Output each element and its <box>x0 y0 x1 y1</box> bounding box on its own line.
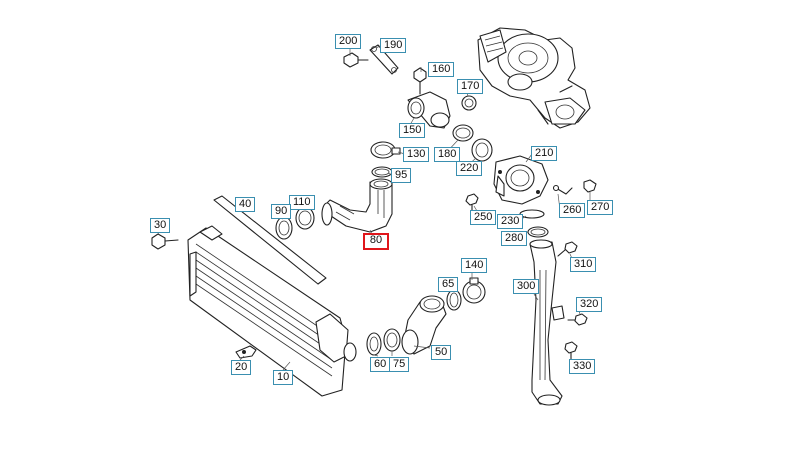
callout-180[interactable]: 180 <box>434 147 461 162</box>
callout-65[interactable]: 65 <box>438 277 459 292</box>
callout-60[interactable]: 60 <box>370 357 391 372</box>
sensor-260 <box>552 184 573 195</box>
callout-190[interactable]: 190 <box>380 38 407 53</box>
clamp-180 <box>452 124 474 142</box>
clamp-130 <box>370 141 401 159</box>
callout-40[interactable]: 40 <box>235 197 256 212</box>
callout-230[interactable]: 230 <box>497 214 524 229</box>
callout-30[interactable]: 30 <box>150 218 171 233</box>
callout-140[interactable]: 140 <box>461 258 488 273</box>
bolt-310 <box>557 241 578 257</box>
callout-80-selected[interactable]: 80 <box>363 233 389 250</box>
bolt-320 <box>567 313 588 326</box>
callout-110[interactable]: 110 <box>289 195 315 210</box>
callout-210[interactable]: 210 <box>531 146 558 161</box>
callout-260[interactable]: 260 <box>559 203 586 218</box>
sealing-strip-40 <box>213 195 327 285</box>
bolt-270 <box>583 179 597 193</box>
turbocharger <box>477 27 591 129</box>
clamp-280 <box>527 226 549 238</box>
callout-310[interactable]: 310 <box>570 257 597 272</box>
callout-95[interactable]: 95 <box>391 168 412 183</box>
callout-330[interactable]: 330 <box>569 359 596 374</box>
clamp-110 <box>295 206 315 230</box>
callout-75[interactable]: 75 <box>389 357 410 372</box>
callout-90[interactable]: 90 <box>271 204 292 219</box>
callout-280[interactable]: 280 <box>501 231 528 246</box>
seal-ring-230 <box>519 209 545 219</box>
clamp-140 <box>462 277 486 304</box>
bracket-strap <box>369 44 399 75</box>
callout-250[interactable]: 250 <box>470 210 497 225</box>
callout-220[interactable]: 220 <box>456 161 483 176</box>
intercooler-10 <box>187 225 357 397</box>
charge-air-hose-80 <box>321 178 393 233</box>
ring-65 <box>446 289 462 311</box>
callout-320[interactable]: 320 <box>576 297 603 312</box>
bolt-250 <box>465 193 479 215</box>
callout-10[interactable]: 10 <box>273 370 294 385</box>
elbow-pipe-150 <box>407 91 451 129</box>
callout-50[interactable]: 50 <box>431 345 452 360</box>
throttle-housing-210 <box>493 155 549 205</box>
bolt-160 <box>413 67 427 95</box>
clamp-75 <box>383 328 401 352</box>
callout-150[interactable]: 150 <box>399 123 426 138</box>
callout-160[interactable]: 160 <box>428 62 455 77</box>
o-ring-170 <box>461 95 477 111</box>
elbow-hose-50 <box>401 295 447 355</box>
callout-200[interactable]: 200 <box>335 34 362 49</box>
bolt-200 <box>343 52 369 68</box>
ring-220 <box>471 138 493 162</box>
callout-300[interactable]: 300 <box>513 279 540 294</box>
callout-270[interactable]: 270 <box>587 200 614 215</box>
callout-130[interactable]: 130 <box>403 147 430 162</box>
bracket-20 <box>235 345 257 359</box>
ring-60 <box>366 332 382 356</box>
callout-20[interactable]: 20 <box>231 360 252 375</box>
ring-90 <box>275 216 293 240</box>
callout-170[interactable]: 170 <box>457 79 484 94</box>
